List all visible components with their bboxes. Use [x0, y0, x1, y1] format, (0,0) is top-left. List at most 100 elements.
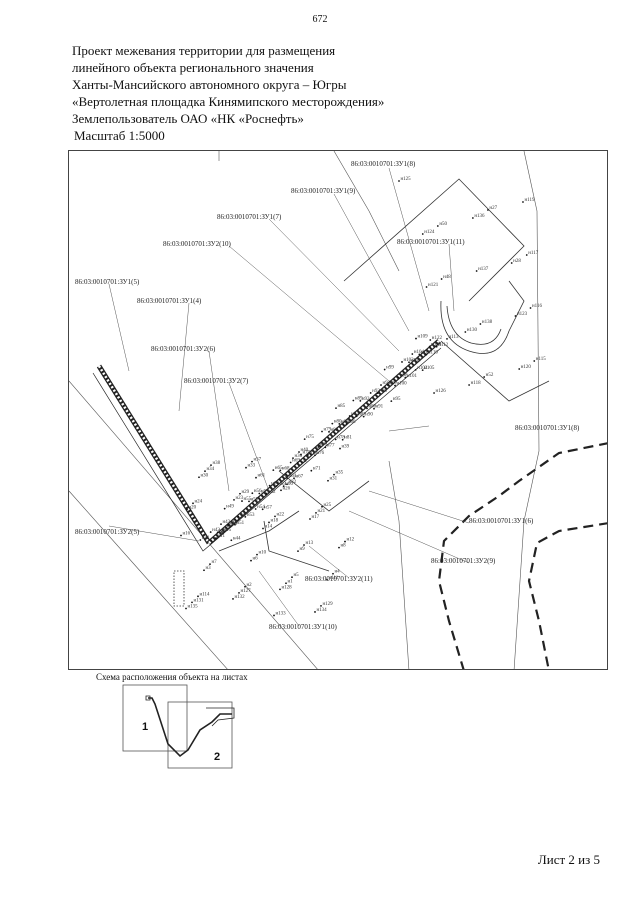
boundary-point-marker [328, 430, 330, 433]
boundary-point-label: н37 [254, 458, 262, 463]
boundary-point-marker [483, 376, 486, 378]
boundary-point-marker [227, 525, 229, 527]
boundary-points: н125н124н121н122н126н50н48н130н118н136н1… [180, 177, 546, 616]
boundary-point-marker [309, 518, 311, 520]
boundary-point-marker [421, 233, 424, 235]
boundary-point-label: н45 [219, 528, 227, 533]
parcel-label: 86:03:0010701:ЗУ1(9) [291, 187, 356, 195]
boundary-point-label: н62 [268, 490, 276, 495]
boundary-point-marker [244, 515, 247, 518]
boundary-point-marker [232, 598, 234, 600]
boundary-point-marker [380, 384, 382, 386]
parcel-label: 86:03:0010701:ЗУ2(5) [75, 528, 140, 536]
boundary-point-label: н60 [271, 482, 279, 487]
boundary-point-label: н93 [372, 389, 380, 394]
boundary-point-marker [518, 368, 521, 370]
boundary-point-label: н23 [236, 496, 244, 501]
boundary-point-marker [411, 353, 414, 355]
boundary-point-label: н17 [312, 515, 320, 520]
boundary-point-label: н5 [294, 573, 300, 578]
boundary-point-label: н57 [264, 505, 272, 510]
boundary-point-marker [401, 361, 403, 363]
boundary-point-label: н36 [295, 454, 303, 459]
parcel-label: 86:03:0010701:ЗУ2(6) [151, 345, 216, 353]
boundary-point-label: н54 [257, 505, 265, 510]
boundary-point-label: н21 [318, 509, 326, 514]
boundary-point-label: н78 [337, 435, 345, 440]
boundary-point-marker [254, 508, 257, 510]
header-line-5: Землепользователь ОАО «НК «Роснефть» [72, 111, 304, 126]
boundary-point-marker [429, 339, 432, 341]
boundary-point-marker [251, 460, 253, 463]
boundary-point-marker [344, 540, 346, 543]
boundary-point-label: н25 [324, 503, 332, 508]
boundary-point-marker [274, 515, 276, 518]
boundary-point-marker [464, 331, 467, 333]
map-drawing: н125н124н121н122н126н50н48н130н118н136н1… [69, 151, 607, 669]
boundary-point-marker [209, 531, 212, 533]
boundary-point-marker [404, 376, 407, 379]
boundary-point-marker [289, 461, 292, 464]
parcel-label: 86:03:0010701:ЗУ2(9) [431, 557, 496, 565]
boundary-point-marker [262, 527, 264, 530]
boundary-point-marker [272, 469, 275, 472]
boundary-point-marker [291, 576, 293, 579]
boundary-point-marker [255, 476, 257, 479]
boundary-point-label: н59 [261, 489, 269, 494]
boundary-point-label: н11 [218, 534, 226, 539]
boundary-point-label: н98 [400, 373, 408, 378]
boundary-point-label: н85 [338, 404, 346, 409]
boundary-point-marker [314, 454, 316, 457]
boundary-point-label: н65 [275, 466, 283, 471]
boundary-point-label: н130 [467, 328, 478, 333]
boundary-point-label: н76 [317, 451, 325, 456]
boundary-point-label: н43 [223, 520, 231, 525]
boundary-point-marker [522, 201, 524, 203]
document-header: Проект межевания территории для размещен… [72, 42, 384, 144]
boundary-point-label: н63 [278, 482, 286, 487]
boundary-point-label: н79 [324, 428, 332, 433]
boundary-point-label: н136 [474, 214, 485, 219]
boundary-point-marker [210, 464, 212, 466]
boundary-point-marker [334, 438, 337, 441]
boundary-point-marker [529, 307, 532, 309]
boundary-point-marker [425, 286, 428, 288]
map-boundaries [69, 151, 540, 669]
boundary-point-marker [239, 492, 241, 495]
parcel-label: 86:03:0010701:ЗУ2(7) [184, 377, 249, 385]
boundary-point-label: н91 [376, 405, 384, 410]
boundary-point-marker [338, 423, 341, 425]
boundary-point-marker [369, 392, 372, 394]
boundary-point-marker [256, 553, 258, 556]
boundary-point-label: н115 [536, 357, 546, 362]
boundary-point-label: н107 [421, 350, 432, 355]
boundary-point-label: н32 [289, 480, 297, 485]
boundary-point-marker [227, 523, 229, 526]
page-number: 672 [312, 14, 328, 25]
boundary-point-marker [186, 508, 188, 511]
boundary-point-label: н15 [224, 528, 232, 533]
boundary-point-marker [510, 262, 513, 264]
boundary-point-marker [307, 454, 309, 456]
boundary-point-label: н58 [251, 497, 259, 502]
boundary-point-marker [487, 209, 489, 211]
boundary-point-marker [245, 466, 247, 469]
boundary-point-label: н133 [276, 611, 287, 616]
boundary-point-marker [251, 492, 254, 495]
boundary-point-label: н56 [254, 489, 262, 494]
header-line-4: «Вертолетная площадка Кинямипского место… [72, 94, 385, 109]
boundary-point-marker [223, 507, 226, 510]
boundary-point-label: н34 [207, 467, 215, 472]
district-boundary-2 [527, 522, 607, 669]
boundary-point-marker [285, 582, 287, 585]
boundary-point-label: н66 [285, 482, 293, 487]
boundary-point-marker [192, 502, 194, 505]
boundary-point-label: н9 [300, 547, 306, 552]
boundary-point-marker [303, 544, 305, 546]
boundary-point-marker [533, 360, 536, 362]
boundary-point-label: н99 [386, 366, 394, 371]
boundary-point-marker [415, 337, 417, 340]
boundary-point-marker [216, 531, 219, 534]
boundary-point-label: н6 [253, 557, 259, 562]
